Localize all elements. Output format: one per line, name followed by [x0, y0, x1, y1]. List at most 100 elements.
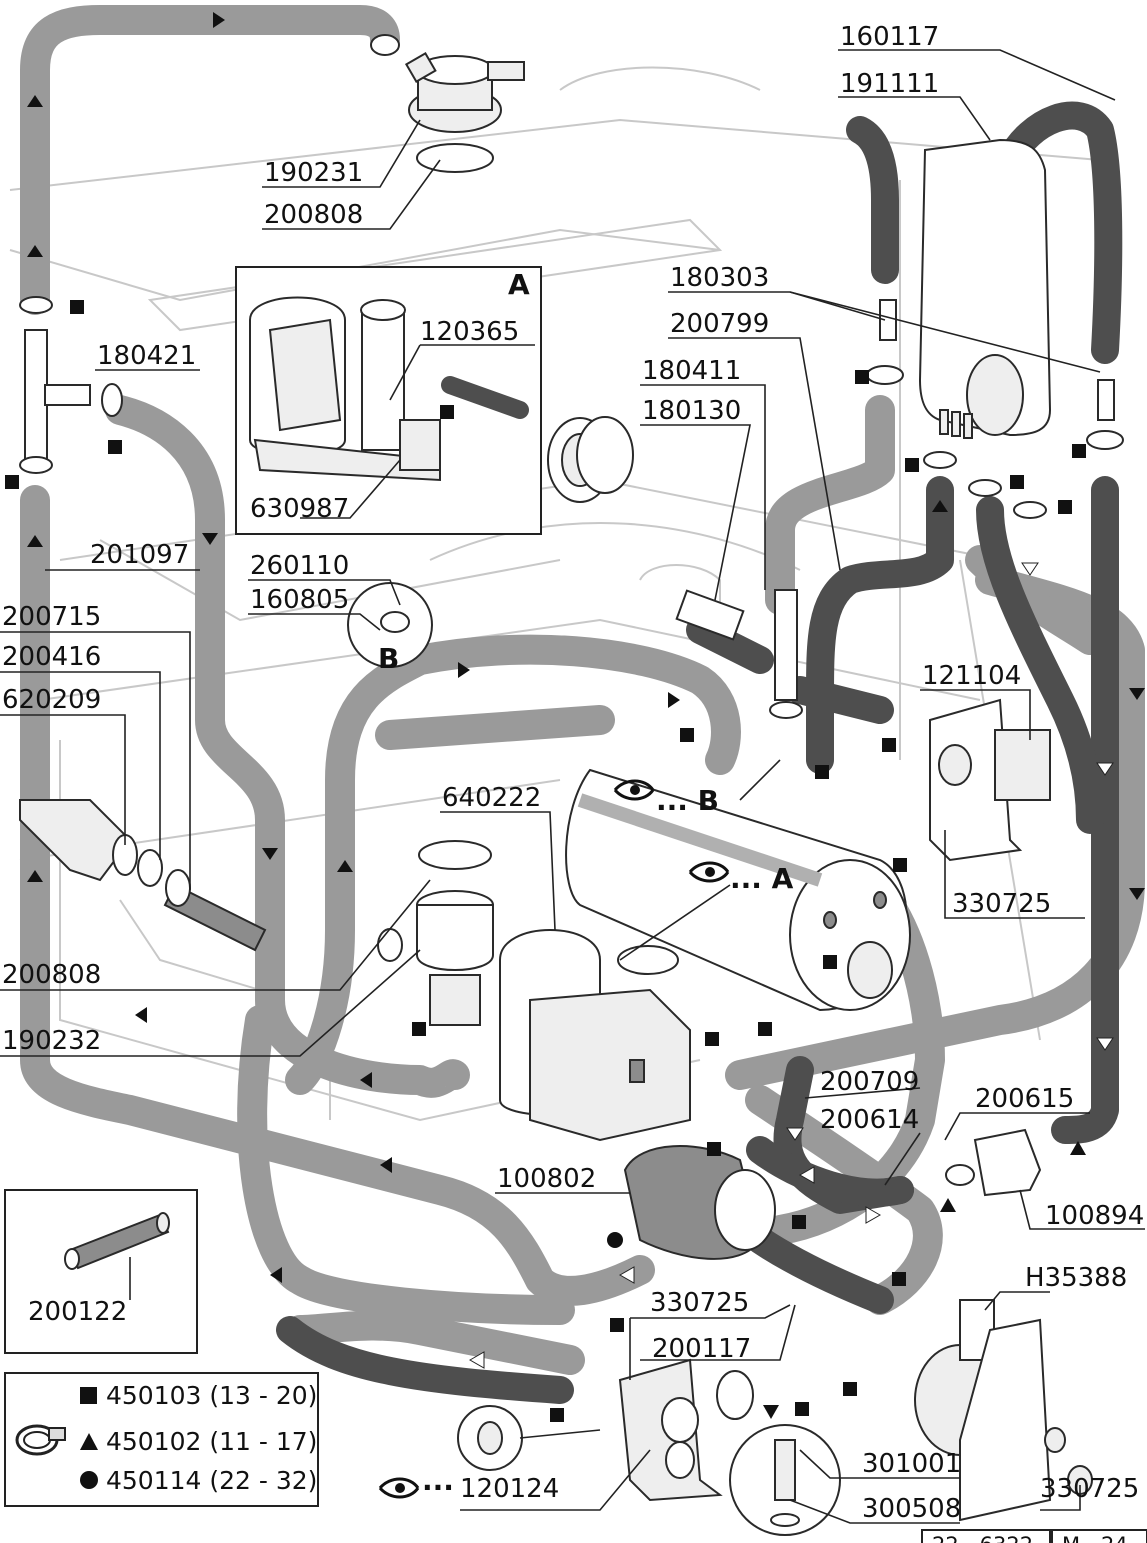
- legend-item-450103: 450103 (13 - 20): [106, 1381, 317, 1410]
- circle-icon: [80, 1471, 98, 1489]
- label-200808-top: 200808: [264, 200, 363, 230]
- label-180411: 180411: [642, 356, 741, 386]
- square-marker: [1010, 475, 1024, 489]
- label-190232: 190232: [2, 1026, 101, 1056]
- hose-boiler-return: [725, 565, 1145, 1090]
- label-180421: 180421: [97, 341, 196, 371]
- label-630987: 630987: [250, 494, 349, 524]
- drain-pump: [623, 1145, 776, 1260]
- square-marker: [843, 1382, 857, 1396]
- square-marker: [108, 440, 122, 454]
- square-marker: [1072, 444, 1086, 458]
- clamp-icon: [15, 1424, 66, 1456]
- label-180303: 180303: [670, 263, 769, 293]
- hose-tank-top: [996, 101, 1123, 364]
- hose-right-tank-feed: [765, 395, 895, 615]
- square-marker: [893, 858, 907, 872]
- square-marker: [823, 955, 837, 969]
- triangle-marker: [1070, 1141, 1086, 1155]
- detail-circles: [347, 582, 841, 1536]
- label-200122: 200122: [28, 1297, 127, 1327]
- legend-item-450114: 450114 (22 - 32): [106, 1466, 317, 1495]
- air-break-lower: [377, 840, 494, 1026]
- label-330725-lower: 330725: [1040, 1474, 1139, 1504]
- label-160117: 160117: [840, 22, 939, 52]
- triangle-marker: [763, 1405, 779, 1419]
- left-strainer: [19, 799, 267, 952]
- square-marker: [680, 728, 694, 742]
- footer-code-right: M - 24: [1062, 1533, 1128, 1543]
- hose-lower-right: [745, 1085, 943, 1315]
- air-break-fitting: [370, 34, 525, 173]
- hose-heater-loop: [806, 476, 954, 774]
- square-marker: [1058, 500, 1072, 514]
- footer-codes: 22 - 6322 M - 24: [921, 1529, 1147, 1543]
- detail-box-a: [235, 266, 542, 535]
- square-marker: [610, 1318, 624, 1332]
- view-120124-ref: ···: [422, 1471, 454, 1504]
- square-marker: [758, 1022, 772, 1036]
- label-190231: 190231: [264, 158, 363, 188]
- square-marker: [815, 765, 829, 779]
- triangle-icon: [80, 1433, 98, 1450]
- label-201097: 201097: [90, 540, 189, 570]
- hose-left-vertical: [20, 485, 655, 1306]
- hose-from-tee: [105, 395, 470, 1098]
- eye-icon: [378, 1477, 420, 1499]
- square-marker: [905, 458, 919, 472]
- hose-inlet-top: [846, 116, 899, 284]
- hose-center-to-pump: [746, 1136, 914, 1207]
- inlet-solenoid-valve: [929, 698, 1051, 862]
- label-200614: 200614: [820, 1105, 919, 1135]
- flow-valve: [945, 1128, 1042, 1197]
- label-640222: 640222: [442, 783, 541, 813]
- label-120124: 120124: [460, 1474, 559, 1504]
- label-300508: 300508: [862, 1494, 961, 1524]
- hose-bottom-left: [276, 1316, 574, 1404]
- leader-lines: [0, 49, 1145, 1524]
- label-200799: 200799: [670, 309, 769, 339]
- label-260110: 260110: [250, 551, 349, 581]
- hose-upper-heater: [786, 676, 894, 724]
- eye-icon: [613, 779, 655, 801]
- label-200416: 200416: [2, 642, 101, 672]
- view-a-ref: ... A: [730, 862, 794, 895]
- flow-arrows: [27, 12, 1145, 1369]
- label-H35388: H35388: [1025, 1263, 1127, 1293]
- square-marker: [795, 1402, 809, 1416]
- right-inlet-fittings: [866, 299, 1124, 519]
- label-301001: 301001: [862, 1449, 961, 1479]
- circle-marker: [607, 1232, 623, 1248]
- hose-overflow-loop: [237, 634, 741, 1325]
- detail-box-200122: [4, 1189, 198, 1354]
- triple-valve: [618, 1358, 754, 1502]
- label-120365: 120365: [420, 317, 519, 347]
- clamp-legend: 450103 (13 - 20) 450102 (11 - 17) 450114…: [4, 1372, 319, 1507]
- hose-tank-drain-right: [1051, 476, 1119, 1144]
- footer-code-left: 22 - 6322: [932, 1533, 1033, 1543]
- square-marker: [70, 300, 84, 314]
- detail-a-letter: A: [508, 268, 530, 301]
- square-marker: [550, 1408, 564, 1422]
- hose-tee-pipe: [686, 616, 774, 674]
- hose-drain-down: [976, 496, 1104, 834]
- label-100894: 100894: [1045, 1201, 1144, 1231]
- square-marker: [5, 475, 19, 489]
- inlet-filter-screen: [547, 416, 634, 503]
- hose-pump-lower: [746, 1226, 894, 1314]
- label-200709: 200709: [820, 1067, 919, 1097]
- eye-icon: [688, 861, 730, 883]
- level-chamber: [499, 929, 691, 1142]
- square-marker: [855, 370, 869, 384]
- clamp-markers: [5, 300, 1086, 1422]
- label-200615: 200615: [975, 1084, 1074, 1114]
- label-200715: 200715: [2, 602, 101, 632]
- square-marker: [792, 1215, 806, 1229]
- softener-tank: [918, 138, 1052, 439]
- label-160805: 160805: [250, 585, 349, 615]
- hose-network-dark: [276, 101, 1123, 1404]
- detail-b-letter: B: [378, 642, 399, 675]
- square-marker: [440, 405, 454, 419]
- label-121104: 121104: [922, 661, 1021, 691]
